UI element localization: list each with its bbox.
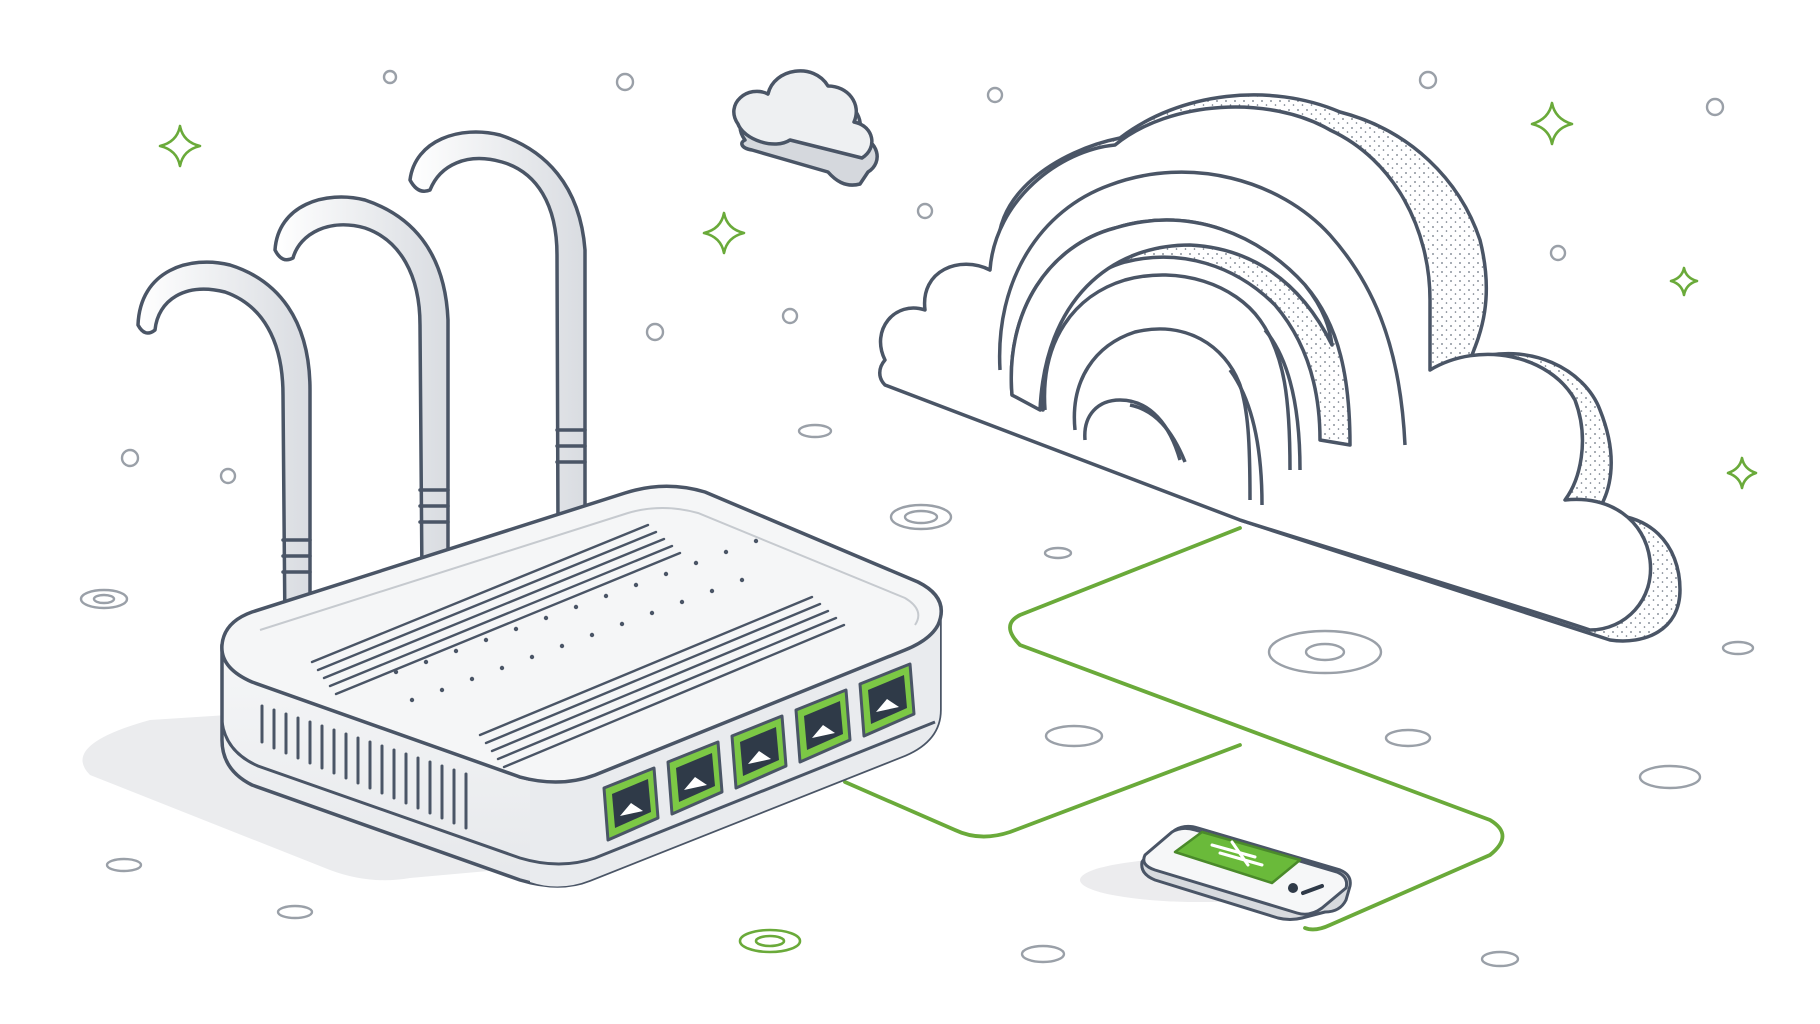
router-status-leds bbox=[393, 538, 759, 703]
network-connection-lines bbox=[843, 526, 1505, 932]
ethernet-port-icon bbox=[730, 714, 788, 790]
green-ring-decoration bbox=[738, 928, 802, 954]
small-cloud-icon bbox=[732, 69, 879, 187]
wifi-signal-icon bbox=[997, 170, 1407, 506]
sparkle-icon bbox=[158, 101, 1758, 490]
ethernet-ports bbox=[602, 662, 916, 842]
ethernet-port-icon bbox=[794, 688, 852, 764]
cloud-icon bbox=[878, 93, 1682, 643]
router-top bbox=[220, 484, 943, 784]
router-vents-top bbox=[310, 523, 846, 769]
ethernet-port-icon bbox=[666, 740, 724, 816]
mobile-device-icon bbox=[1080, 824, 1352, 921]
background-decorations bbox=[79, 69, 1755, 968]
ethernet-port-icon bbox=[858, 662, 916, 738]
router-vents-side bbox=[260, 704, 468, 830]
ethernet-port-icon bbox=[602, 766, 660, 842]
router-icon bbox=[82, 130, 943, 888]
